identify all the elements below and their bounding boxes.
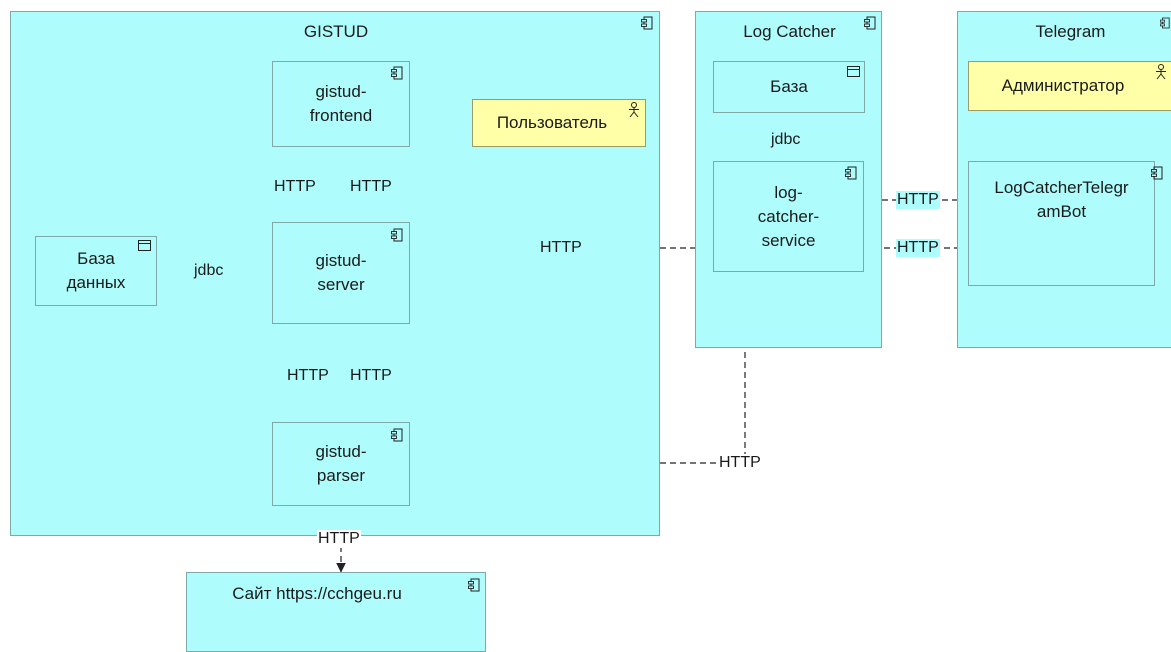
node-log-catcher-title: Log Catcher: [743, 22, 836, 41]
frontend-label-line1: gistud-: [315, 82, 367, 101]
parser-label-line2: parser: [316, 466, 366, 485]
edge-label-server-to-frontend: HTTP: [349, 178, 393, 196]
edge-label-log-jdbc: jdbc: [770, 131, 802, 149]
database-icon: [138, 240, 151, 251]
edge-label-server-to-log: HTTP: [539, 239, 583, 257]
edge-label-parser-to-site: HTTP: [317, 530, 361, 548]
server-label-line2: server: [317, 275, 365, 294]
server-label-line1: gistud-: [315, 251, 367, 270]
component-icon: [845, 166, 857, 180]
database-label-line2: данных: [66, 273, 126, 292]
edge-label-log-to-bot: HTTP: [896, 239, 940, 257]
node-telegram-title: Telegram: [1035, 22, 1106, 41]
component-icon: [1160, 17, 1170, 29]
log-service-line2: catcher-: [757, 206, 820, 226]
actor-user: Пользователь: [472, 99, 646, 147]
database-icon: [847, 66, 860, 77]
bot-label-line1: LogCatcherTelegr: [994, 178, 1129, 197]
log-service-line3: service: [761, 230, 816, 250]
node-site-title: Сайт https://cchgeu.ru: [232, 584, 402, 603]
actor-user-label: Пользователь: [496, 113, 608, 132]
component-icon: [1151, 166, 1163, 180]
component-gistud-frontend: gistud-frontend: [272, 61, 410, 147]
component-telegram-bot: LogCatcherTelegr amBot: [968, 161, 1155, 286]
component-gistud-server: gistud-server: [272, 222, 410, 324]
node-gistud-title: GISTUD: [303, 22, 369, 41]
edge-label-frontend-to-server: HTTP: [273, 178, 317, 196]
database-log: База: [713, 61, 865, 113]
database-main: База данных: [35, 236, 157, 306]
component-icon: [391, 428, 403, 442]
component-icon: [391, 228, 403, 242]
edge-label-bot-to-log: HTTP: [896, 191, 940, 209]
component-gistud-parser: gistud-parser: [272, 422, 410, 506]
component-icon: [864, 16, 876, 30]
log-db-label: База: [770, 77, 808, 96]
edge-label-parser-to-log: HTTP: [718, 454, 762, 472]
edge-label-db-jdbc: jdbc: [193, 262, 225, 280]
bot-label-line2: amBot: [1036, 202, 1087, 221]
node-site: Сайт https://cchgeu.ru: [186, 572, 486, 652]
frontend-label-line2: frontend: [309, 106, 373, 125]
actor-admin-label: Администратор: [1001, 76, 1125, 95]
log-service-line1: log-: [774, 182, 803, 202]
edge-label-parser-to-server: HTTP: [349, 367, 393, 385]
edge-label-server-to-parser: HTTP: [286, 367, 330, 385]
parser-label-line1: gistud-: [315, 442, 367, 461]
actor-icon: [1156, 64, 1166, 80]
actor-admin: Администратор: [968, 61, 1171, 111]
component-icon: [641, 16, 653, 30]
component-log-catcher-service: log-catcher-service: [713, 161, 864, 272]
component-icon: [468, 578, 480, 592]
database-label-line1: База: [77, 249, 115, 268]
actor-icon: [629, 102, 639, 118]
component-icon: [391, 66, 403, 80]
